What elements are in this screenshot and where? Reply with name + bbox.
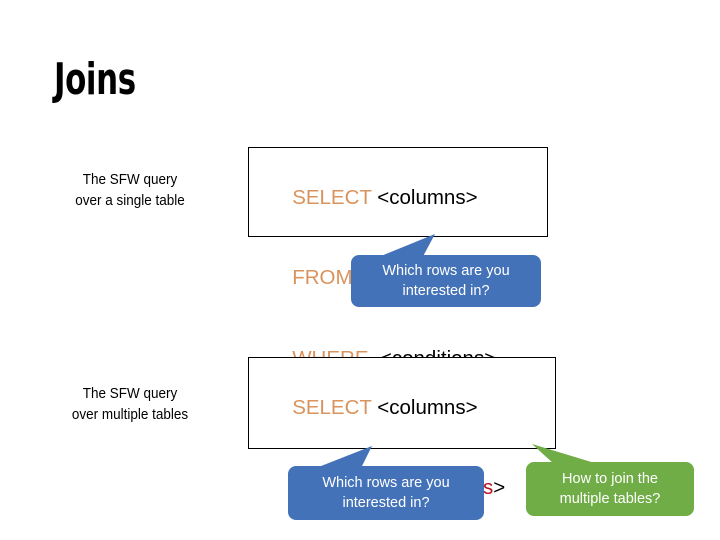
callout-how-to-join-line2: multiple tables?	[559, 491, 661, 507]
callout-which-rows-bottom: Which rows are you interested in?	[288, 466, 484, 520]
sql-operand-columns: <columns>	[377, 185, 478, 209]
label-sfw-multiple-tables-line1: The SFW query	[82, 386, 178, 402]
label-sfw-single-table-line1: The SFW query	[82, 172, 178, 188]
sql-box-single-table-query: SELECT <columns> FROM <table name> WHERE…	[248, 147, 548, 370]
sql-keyword-from: FROM	[292, 266, 353, 290]
sql-keyword-select-2: SELECT	[292, 395, 372, 419]
label-sfw-multiple-tables-line2: over multiple tables	[71, 406, 189, 423]
label-sfw-single-table: The SFW query over a single table	[37, 170, 223, 211]
label-sfw-single-table-line2: over a single table	[75, 192, 185, 209]
sql-line-select-2: SELECT <columns>	[258, 368, 555, 449]
label-sfw-multiple-tables: The SFW query over multiple tables	[37, 384, 223, 425]
sql-box-multiple-tables-query: SELECT <columns> FROM <table names> WHER…	[248, 357, 556, 499]
callout-which-rows-bottom-line2: interested in?	[342, 495, 430, 511]
callout-which-rows-bottom-line1: Which rows are you	[322, 475, 450, 491]
sql-line-select: SELECT <columns>	[258, 158, 547, 239]
page-title: Joins	[54, 54, 136, 105]
sql-operand-plural-s-highlight: s	[483, 476, 494, 500]
callout-how-to-join-line1: How to join the	[562, 471, 658, 487]
sql-operand-columns-2: <columns>	[377, 395, 478, 419]
sql-operand-table-names-post: >	[493, 476, 506, 500]
sql-line-where-2: WHERE <conditions>	[258, 529, 555, 540]
sql-keyword-select: SELECT	[292, 185, 372, 209]
callout-which-rows-top: Which rows are you interested in?	[351, 255, 541, 307]
callout-how-to-join: How to join the multiple tables?	[526, 462, 694, 516]
callout-which-rows-top-line2: interested in?	[402, 283, 490, 299]
callout-which-rows-top-line1: Which rows are you	[382, 263, 510, 279]
